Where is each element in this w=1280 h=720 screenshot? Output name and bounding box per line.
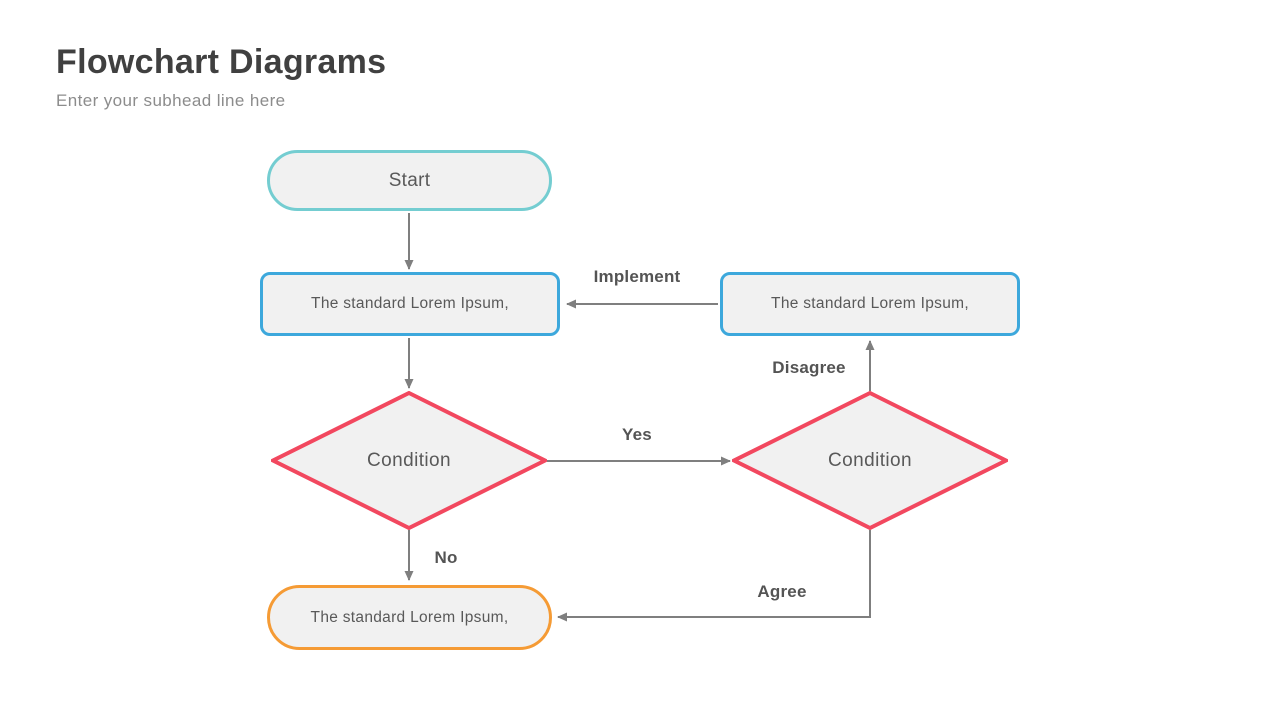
slide-header: Flowchart Diagrams Enter your subhead li… bbox=[56, 43, 387, 111]
process-left-node: The standard Lorem Ipsum, bbox=[260, 272, 560, 336]
page-title: Flowchart Diagrams bbox=[56, 43, 387, 81]
edge-label-agree: Agree bbox=[757, 582, 807, 601]
terminal-node: The standard Lorem Ipsum, bbox=[267, 585, 552, 650]
process-right-node: The standard Lorem Ipsum, bbox=[720, 272, 1020, 336]
process-right-label: The standard Lorem Ipsum, bbox=[771, 295, 969, 312]
condition-left-node: Condition bbox=[271, 391, 547, 530]
page-subtitle: Enter your subhead line here bbox=[56, 91, 286, 111]
start-node: Start bbox=[267, 150, 552, 211]
edge-label-disagree: Disagree bbox=[772, 358, 846, 377]
condition-left-diamond-shape bbox=[271, 391, 547, 530]
edge-label-no: No bbox=[434, 548, 458, 567]
condition-right-label: Condition bbox=[828, 449, 912, 471]
condition-left-label: Condition bbox=[367, 449, 451, 471]
start-node-label: Start bbox=[388, 169, 431, 191]
condition-right-diamond-shape bbox=[732, 391, 1008, 530]
condition-right-node: Condition bbox=[732, 391, 1008, 530]
terminal-node-label: The standard Lorem Ipsum, bbox=[310, 608, 509, 626]
edge-label-yes: Yes bbox=[622, 425, 652, 444]
edge-agree-condition-right-to-terminal bbox=[557, 530, 871, 622]
process-left-label: The standard Lorem Ipsum, bbox=[311, 295, 509, 312]
edge-label-implement: Implement bbox=[593, 267, 681, 286]
